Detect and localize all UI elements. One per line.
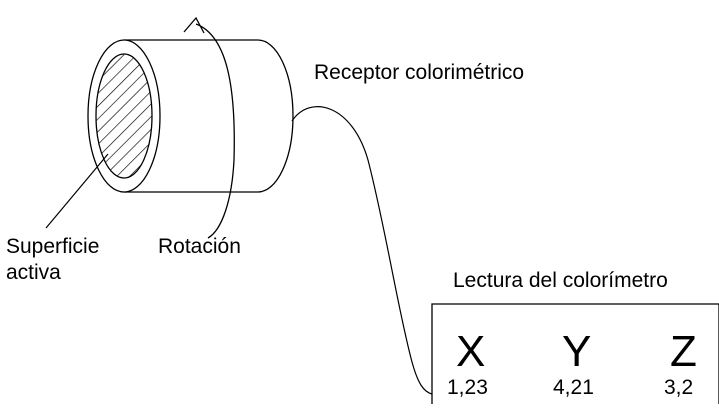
coord-z-symbol: Z: [670, 327, 697, 376]
readout-display-icon: [431, 303, 719, 404]
superficie-label-line1: Superficie: [6, 235, 100, 258]
superficie-leader-line: [45, 153, 109, 229]
coord-y-symbol: Y: [562, 327, 592, 376]
cylinder-receptor-icon: [87, 39, 294, 193]
rotation-arrow-icon: [183, 16, 235, 239]
coord-y-value: 4,21: [553, 376, 594, 399]
coord-x-symbol: X: [456, 327, 486, 376]
receptor-label: Receptor colorimétrico: [314, 61, 525, 84]
coord-x-value: 1,23: [447, 376, 488, 399]
coord-z-value: 3,2: [664, 376, 694, 399]
lectura-label: Lectura del colorímetro: [453, 269, 668, 292]
superficie-label-line2: activa: [6, 261, 61, 284]
cable-icon: [291, 106, 433, 395]
rotacion-label: Rotación: [158, 235, 241, 258]
